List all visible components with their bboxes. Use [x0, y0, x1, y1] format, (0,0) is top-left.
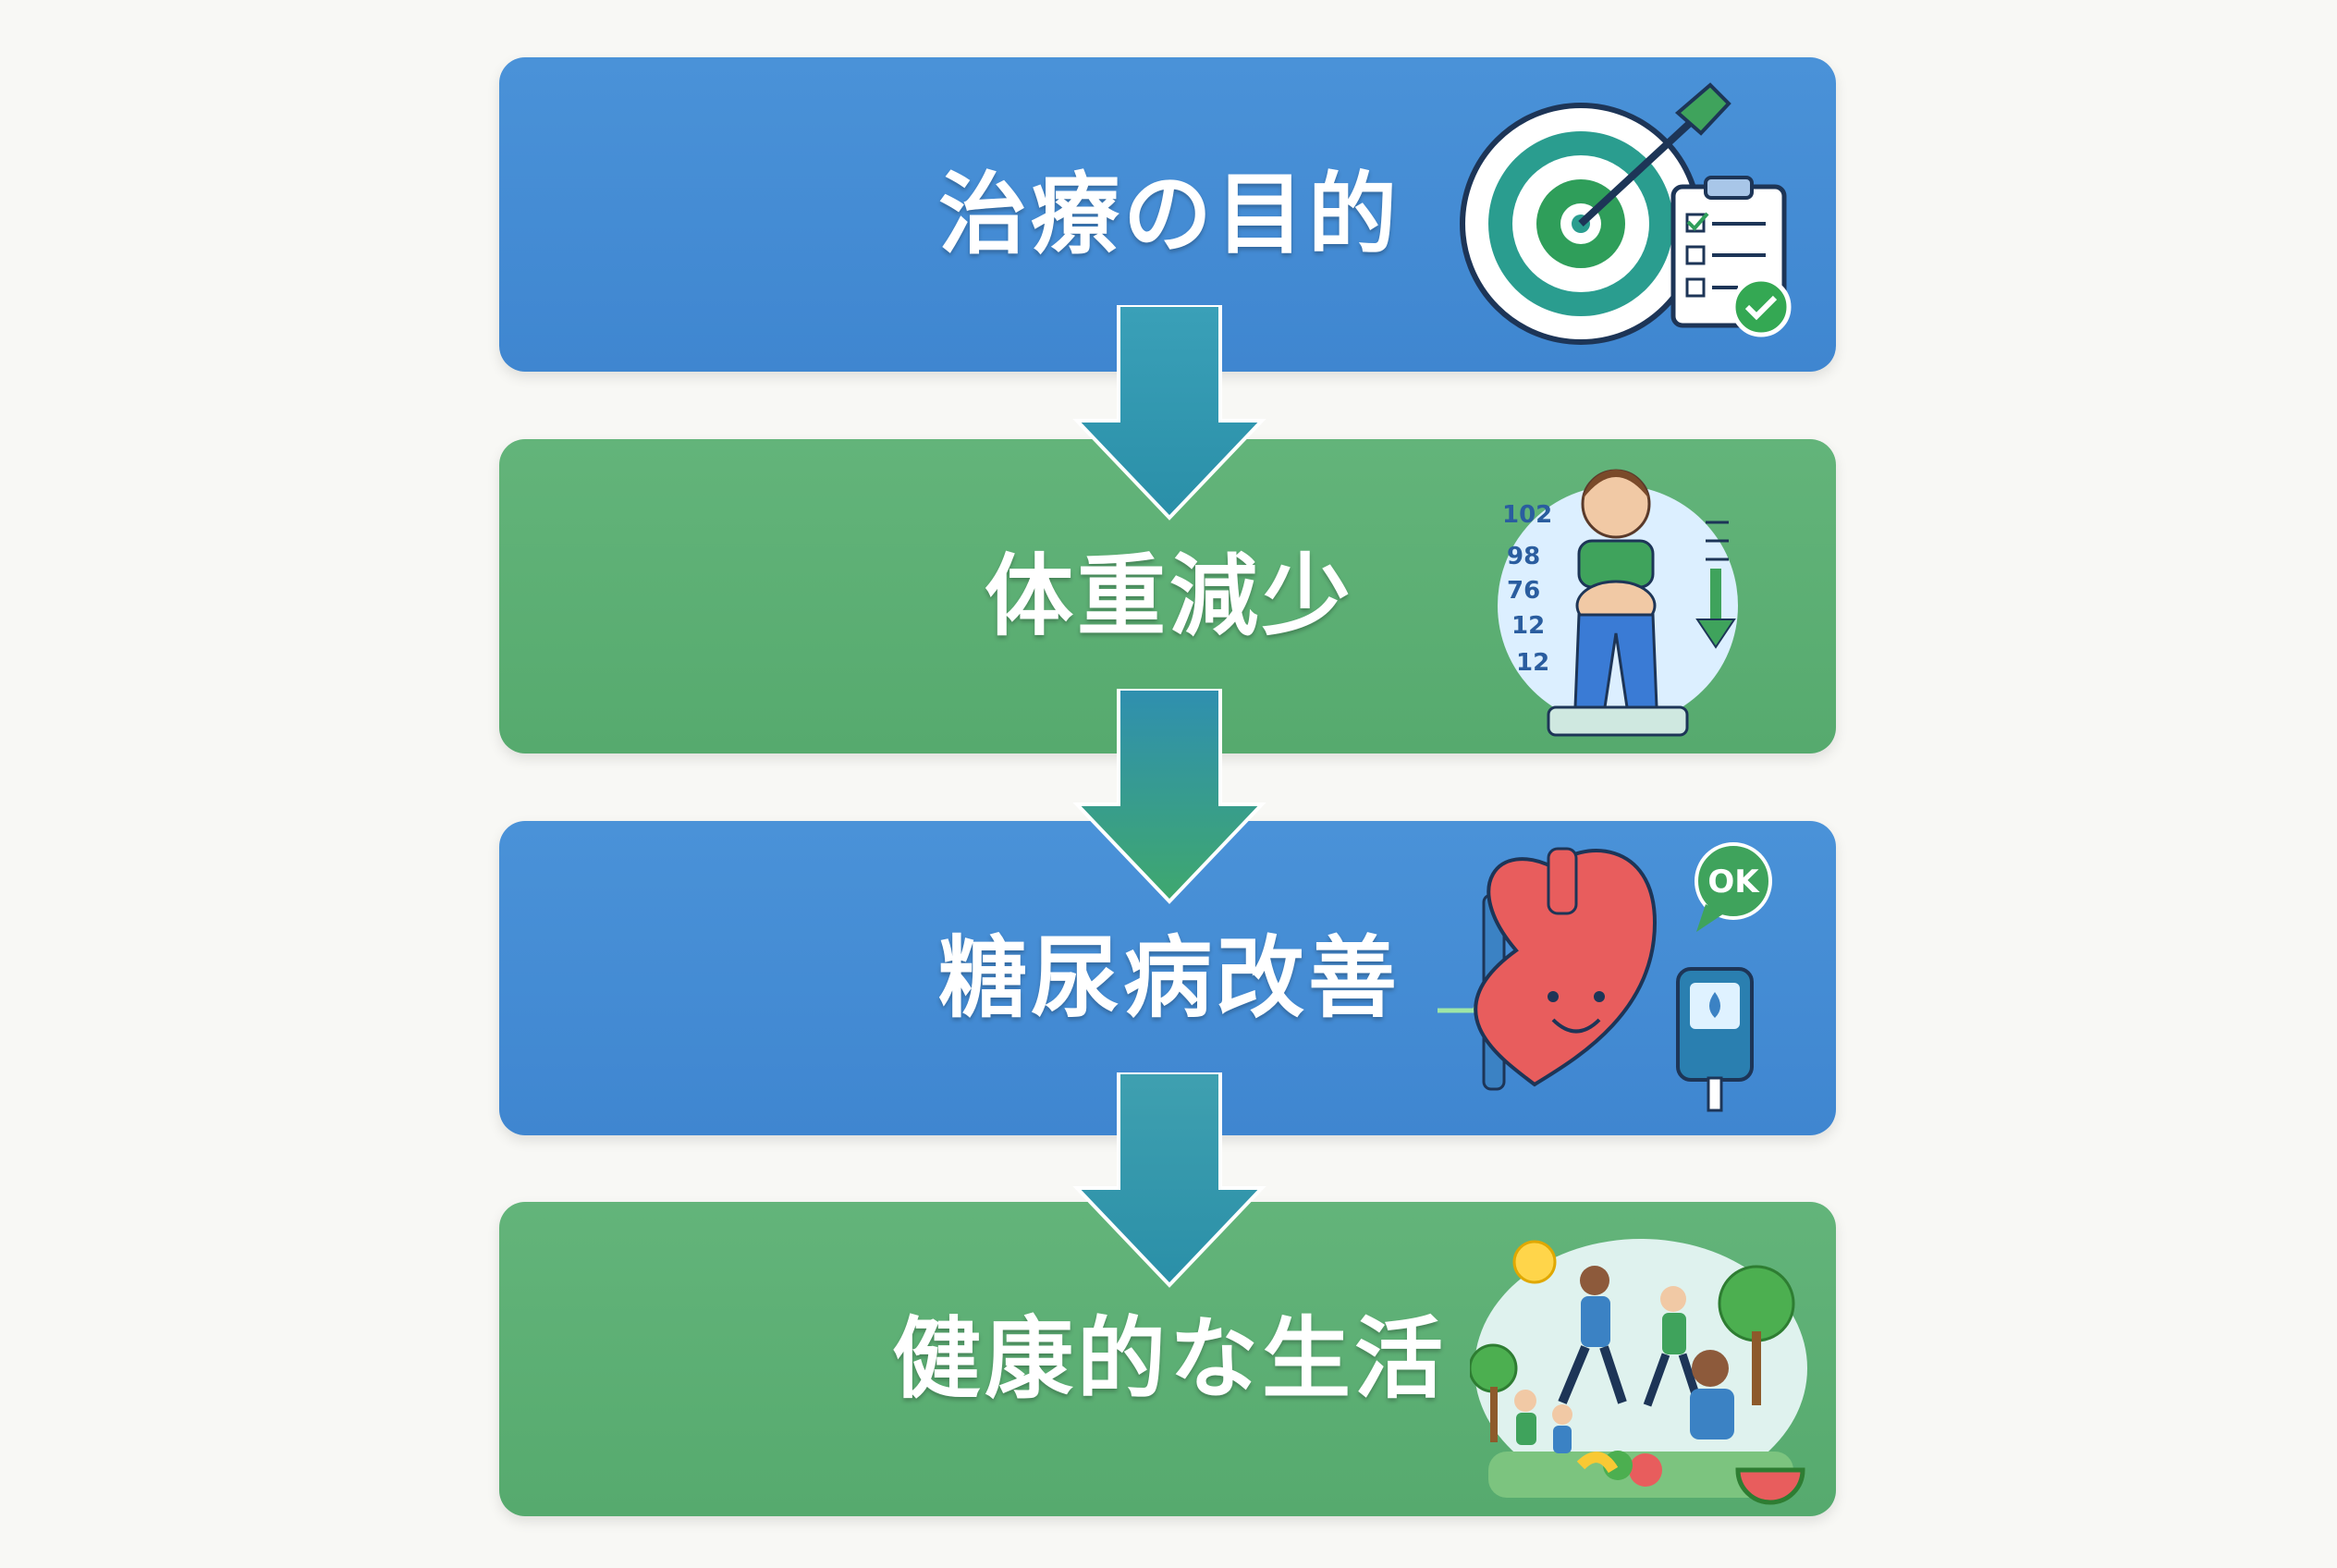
ok-badge-text: OK — [1707, 864, 1760, 900]
step-card-treatment-goal: 治療の目的 — [499, 57, 1836, 372]
step-label: 健康的な生活 — [892, 1307, 1447, 1411]
scale-number: 76 — [1507, 577, 1540, 605]
heart-glucose-meter-icon: OK — [1438, 842, 1772, 1112]
weight-loss-scale-icon: 102 98 76 12 12 — [1498, 469, 1738, 737]
flow-arrow-down — [1072, 1072, 1266, 1288]
step-label: 治療の目的 — [938, 163, 1401, 266]
scale-number: 102 — [1502, 501, 1552, 529]
flow-arrow-down — [1072, 305, 1266, 521]
target-checklist-icon — [1460, 82, 1792, 345]
scale-number: 12 — [1511, 612, 1545, 640]
step-label: 糖尿病改善 — [938, 926, 1401, 1030]
healthy-family-park-icon — [1470, 1239, 1807, 1505]
flow-arrow-down — [1072, 689, 1266, 904]
scale-number: 98 — [1507, 543, 1540, 570]
step-label: 体重減少 — [985, 545, 1354, 648]
scale-number: 12 — [1516, 649, 1549, 677]
